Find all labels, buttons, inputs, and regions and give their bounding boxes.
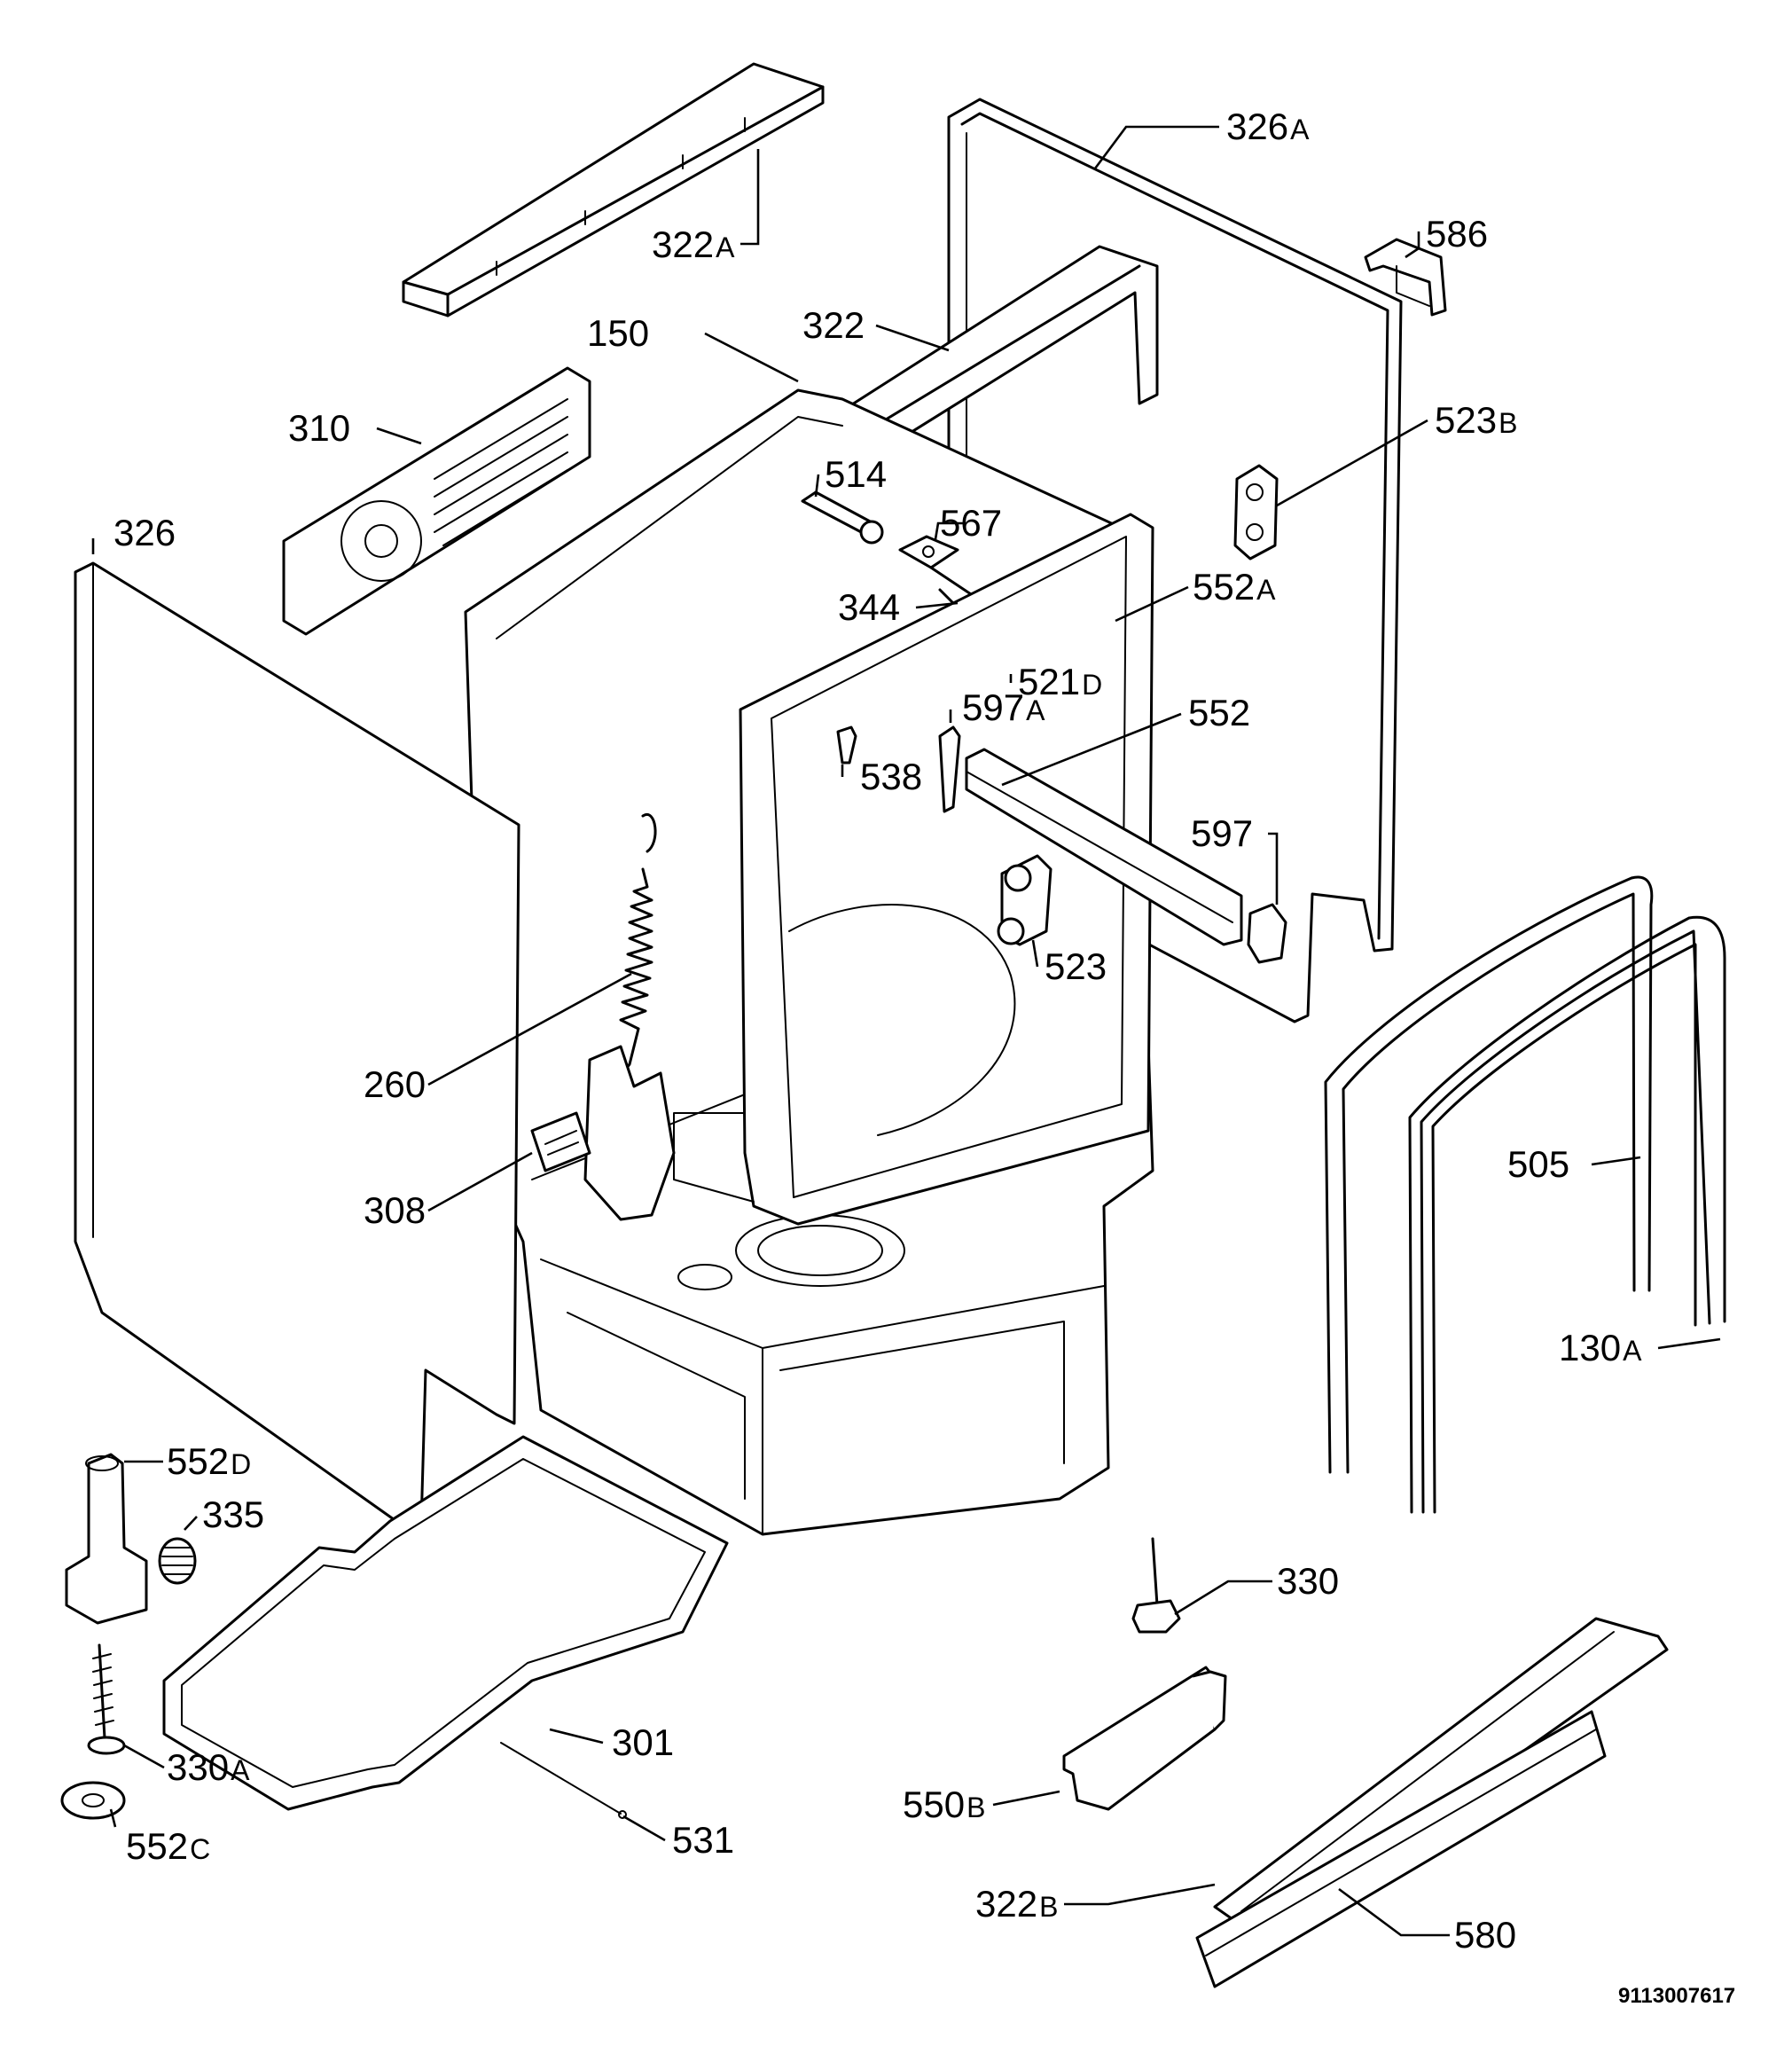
label-597: 597 [1191,812,1253,854]
part-505-gasket [1324,875,1654,1474]
part-597-catch [1247,903,1287,964]
label-552a: 552A [1193,566,1276,608]
label-538: 538 [860,756,922,797]
label-567: 567 [940,502,1002,544]
label-308: 308 [364,1189,426,1231]
part-552d-leg [65,1453,148,1625]
part-580-kick-plate [1195,1710,1607,1988]
label-326a: 326A [1226,106,1310,147]
label-521d: 521D [1018,661,1102,702]
label-260: 260 [364,1063,426,1105]
part-567-clip [898,535,959,569]
label-523: 523 [1045,945,1107,987]
reference-number: 9113007617 [1618,1984,1735,2008]
part-330-foot [1131,1537,1181,1634]
part-538-screw [836,725,857,764]
leader-lines [91,125,1721,1937]
label-344: 344 [838,586,900,628]
label-150: 150 [587,312,649,354]
label-550b: 550B [903,1784,985,1825]
label-505: 505 [1507,1143,1569,1185]
part-130a-seal [1408,915,1726,1514]
part-523-inlet [997,854,1053,946]
label-322a: 322A [652,223,735,265]
part-330a-screw [87,1643,126,1755]
part-335-gear [158,1537,197,1585]
label-552: 552 [1188,692,1250,733]
label-531: 531 [672,1819,734,1861]
part-552c-disc [60,1781,126,1820]
part-550b-bracket [1062,1666,1227,1811]
label-552d: 552D [167,1440,251,1482]
label-330a: 330A [167,1746,250,1788]
label-523b: 523B [1435,399,1517,441]
part-326-side-panel [74,561,520,1534]
label-322b: 322B [975,1883,1058,1925]
part-531-rod [500,1742,627,1819]
part-310-vent-grille [282,366,591,636]
label-330: 330 [1277,1560,1339,1602]
label-335: 335 [202,1494,264,1535]
label-301: 301 [612,1721,674,1763]
label-597a: 597A [962,686,1045,728]
part-301-base-tray [162,1435,729,1811]
label-326: 326 [113,512,176,553]
part-308-hinge [530,1045,676,1221]
part-552-guide-rail [965,748,1243,946]
label-322: 322 [802,304,865,346]
part-322a-top-rail [402,62,825,318]
part-door [673,513,1154,1226]
label-514: 514 [825,453,887,495]
label-130a: 130A [1559,1327,1642,1368]
label-552c: 552C [126,1825,210,1867]
part-597a-latch [938,725,961,813]
part-523b-seal [1233,464,1279,561]
label-310: 310 [288,407,350,449]
label-580: 580 [1454,1914,1516,1956]
label-586: 586 [1426,213,1488,255]
part-586-bracket [1364,238,1447,317]
part-514-pin [801,490,884,545]
